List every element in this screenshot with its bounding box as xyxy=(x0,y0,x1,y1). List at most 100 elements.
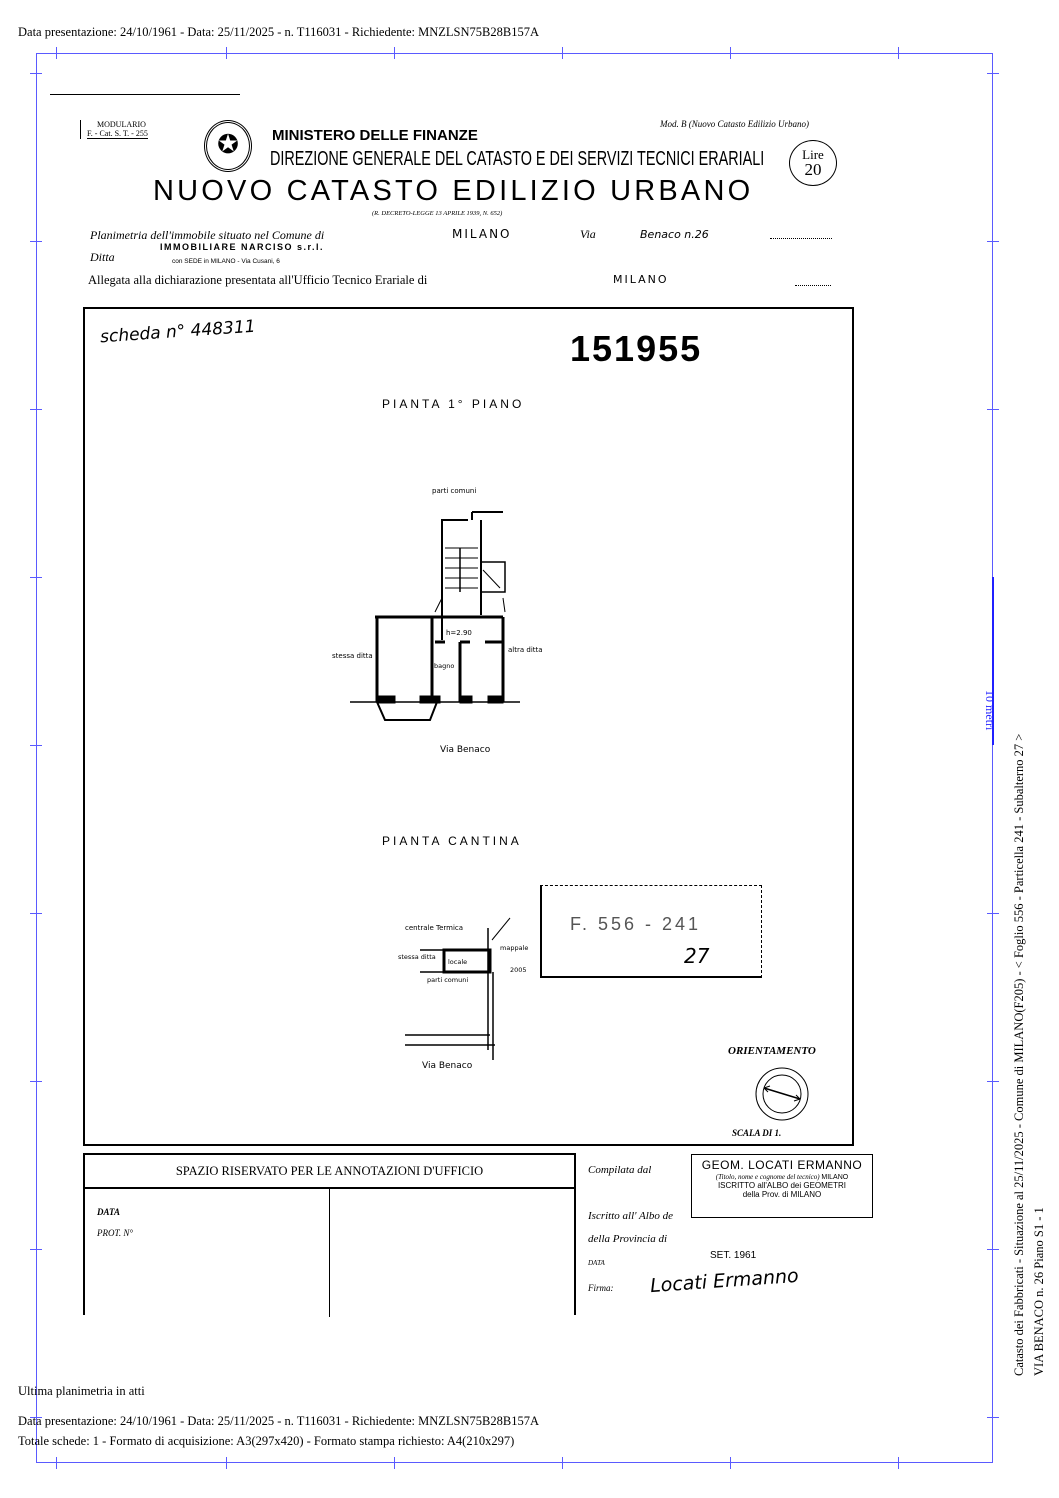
lire-stamp: Lire 20 xyxy=(789,140,837,186)
cantina-plan: centrale Termica stessa ditta locale par… xyxy=(398,917,528,1071)
stamp-titolo: (Titolo, nome e cognome del tecnico) xyxy=(715,1173,820,1181)
frame-tick xyxy=(30,1081,42,1082)
label-locale: locale xyxy=(448,958,467,966)
scala-label: SCALA DI 1. xyxy=(732,1128,782,1138)
label-stessa-ditta: stessa ditta xyxy=(332,652,373,660)
comune-value: MILANO xyxy=(452,227,512,241)
frame-tick xyxy=(56,1457,57,1469)
label-mappale: mappale xyxy=(500,944,528,952)
frame-tick xyxy=(898,1457,899,1469)
office-box: SPAZIO RISERVATO PER LE ANNOTAZIONI D'UF… xyxy=(83,1153,576,1317)
lire-label: Lire xyxy=(802,147,824,162)
frame-tick xyxy=(30,577,42,578)
ditta-sub: con SEDE in MILANO - Via Cusani, 6 xyxy=(172,258,280,265)
frame-tick xyxy=(30,913,42,914)
frame-tick xyxy=(30,1417,42,1418)
via-value: Benaco n.26 xyxy=(640,228,709,241)
divider xyxy=(329,1189,330,1317)
decree: (R. DECRETO-LEGGE 13 APRILE 1939, N. 652… xyxy=(372,210,503,217)
firma-label: Firma: xyxy=(588,1283,614,1293)
data-value: SET. 1961 xyxy=(710,1250,757,1261)
divider xyxy=(50,94,240,95)
modulario-box: MODULARIO F. - Cat. S. T. - 255 xyxy=(80,120,148,139)
frame-tick xyxy=(562,47,563,59)
lire-value: 20 xyxy=(804,160,822,179)
ministry: MINISTERO DELLE FINANZE xyxy=(272,127,478,144)
frame-tick xyxy=(730,1457,731,1469)
stamp-foglio: F. 556 - 241 xyxy=(570,914,702,934)
floor1-title: PIANTA 1° PIANO xyxy=(382,397,525,411)
mod-b: Mod. B (Nuovo Catasto Edilizio Urbano) xyxy=(660,119,809,129)
label-mappale-number: 2005 xyxy=(510,966,527,974)
plan-number: 151955 xyxy=(570,328,703,369)
label-parti-comuni: parti comuni xyxy=(432,487,476,495)
page-frame xyxy=(36,53,993,1463)
via-label: Via xyxy=(580,227,596,241)
frame-tick xyxy=(30,745,42,746)
label-altra-ditta: altra ditta xyxy=(508,646,543,654)
stamp-city: MILANO xyxy=(821,1174,849,1181)
frame-tick xyxy=(562,1457,563,1469)
ditta-label: Ditta xyxy=(90,250,115,264)
stamp-subalterno: 27 xyxy=(684,944,710,968)
data-label: DATA xyxy=(588,1259,605,1267)
frame-tick xyxy=(730,47,731,59)
dotted-line xyxy=(795,285,831,286)
ditta-value: IMMOBILIARE NARCISO s.r.l. xyxy=(160,242,325,252)
iscritto-label: Iscritto all' Albo de xyxy=(588,1210,673,1222)
footer-note: Ultima planimetria in atti xyxy=(18,1384,145,1398)
orientamento-label: ORIENTAMENTO xyxy=(728,1045,816,1057)
frame-tick xyxy=(987,1249,999,1250)
modulario-label: MODULARIO xyxy=(97,120,146,129)
scale-bar xyxy=(992,577,994,745)
cadastral-stamp: F. 556 - 241 27 xyxy=(540,885,762,978)
modulario-code: F. - Cat. S. T. - 255 xyxy=(87,129,148,139)
label-via: Via Benaco xyxy=(440,745,491,755)
floor1-plan: parti comuni h=2.90 bagno stessa ditta a… xyxy=(332,487,543,755)
side-info-line1: Catasto dei Fabbricati - Situazione al 2… xyxy=(1012,733,1026,1376)
frame-tick xyxy=(30,73,42,74)
frame-tick xyxy=(898,47,899,59)
stamp-provincia: della Prov. di MILANO xyxy=(742,1190,822,1199)
dotted-line xyxy=(770,238,832,239)
form-title: NUOVO CATASTO EDILIZIO URBANO xyxy=(153,175,754,207)
frame-tick xyxy=(226,47,227,59)
label-height: h=2.90 xyxy=(446,629,472,637)
frame-tick xyxy=(30,1249,42,1250)
republic-emblem-icon: ✪ xyxy=(204,120,252,172)
frame-tick xyxy=(987,409,999,410)
frame-tick xyxy=(30,241,42,242)
frame-tick xyxy=(987,241,999,242)
surveyor-stamp: GEOM. LOCATI ERMANNO (Titolo, nome e cog… xyxy=(691,1154,873,1218)
office-prot-label: PROT. N° xyxy=(97,1228,133,1238)
frame-tick xyxy=(987,1417,999,1418)
stamp-iscritto: ISCRITTO all'ALBO dei GEOMETRI xyxy=(717,1181,847,1190)
frame-tick xyxy=(56,47,57,59)
planimetria-label: Planimetria dell'immobile situato nel Co… xyxy=(90,228,325,242)
frame-tick xyxy=(987,913,999,914)
frame-tick xyxy=(226,1457,227,1469)
label-via: Via Benaco xyxy=(422,1061,473,1071)
office-title: SPAZIO RISERVATO PER LE ANNOTAZIONI D'UF… xyxy=(85,1155,574,1189)
label-parti-comuni: parti comuni xyxy=(427,976,468,984)
frame-tick xyxy=(30,409,42,410)
label-bagno: bagno xyxy=(434,662,454,670)
footer-line2: Totale schede: 1 - Formato di acquisizio… xyxy=(18,1434,515,1448)
provincia-label: della Provincia di xyxy=(588,1233,668,1245)
direzione: DIREZIONE GENERALE DEL CATASTO E DEI SER… xyxy=(270,148,765,170)
footer-line1: Data presentazione: 24/10/1961 - Data: 2… xyxy=(18,1414,539,1428)
plan-box xyxy=(83,307,854,1146)
ufficio-value: MILANO xyxy=(613,273,669,286)
header-line: Data presentazione: 24/10/1961 - Data: 2… xyxy=(18,25,539,39)
frame-tick xyxy=(394,47,395,59)
frame-tick xyxy=(987,1081,999,1082)
cantina-title: PIANTA CANTINA xyxy=(382,834,522,848)
frame-tick xyxy=(987,73,999,74)
frame-tick xyxy=(394,1457,395,1469)
side-info-line2: VIA BENACO n. 26 Piano S1 - 1 xyxy=(1032,1207,1046,1376)
scale-label: 10 metri xyxy=(983,690,997,731)
allegata-label: Allegata alla dichiarazione presentata a… xyxy=(88,273,428,287)
label-centrale-termica: centrale Termica xyxy=(405,924,463,932)
stamp-name: GEOM. LOCATI ERMANNO xyxy=(701,1158,863,1172)
label-stessa-ditta: stessa ditta xyxy=(398,953,436,961)
